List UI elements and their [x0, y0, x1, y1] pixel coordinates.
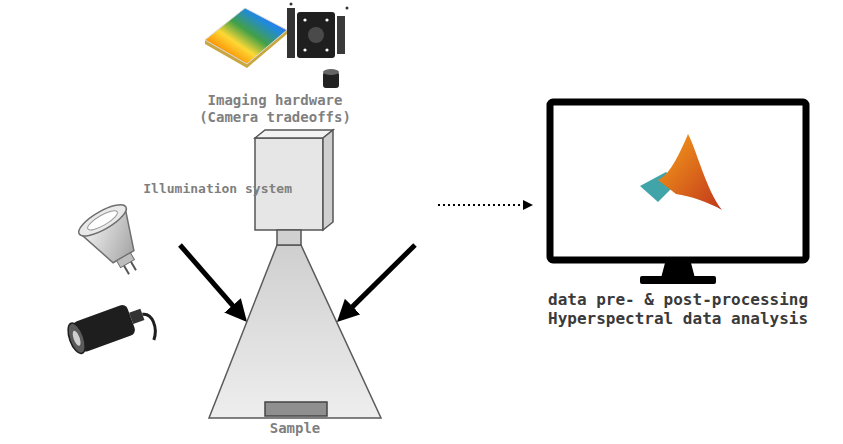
- data-flow-arrow: [438, 204, 528, 206]
- node-figure: [205, 128, 385, 420]
- illumination-arrow: [180, 245, 239, 313]
- camera-and-field-of-view: [205, 128, 385, 420]
- illumination-arrow: [346, 245, 416, 314]
- analysis-computer: data pre- & post-processingHyperspectral…: [540, 98, 820, 328]
- imaging-hardware: Imaging hardware (Camera tradeoffs): [195, 0, 355, 126]
- node-label: data pre- & post-processing: [540, 290, 820, 309]
- hardware-pictures: [195, 0, 355, 92]
- node-figure: [195, 0, 355, 92]
- node-label: Sample: [205, 420, 385, 436]
- node-figure: [540, 98, 820, 290]
- camera-sample: Sample: [205, 128, 385, 436]
- node-label: Imaging hardware (Camera tradeoffs): [195, 92, 355, 126]
- computer-monitor: [540, 98, 820, 290]
- node-label: Hyperspectral data analysis: [540, 309, 820, 328]
- node-label: Illumination system: [55, 180, 295, 197]
